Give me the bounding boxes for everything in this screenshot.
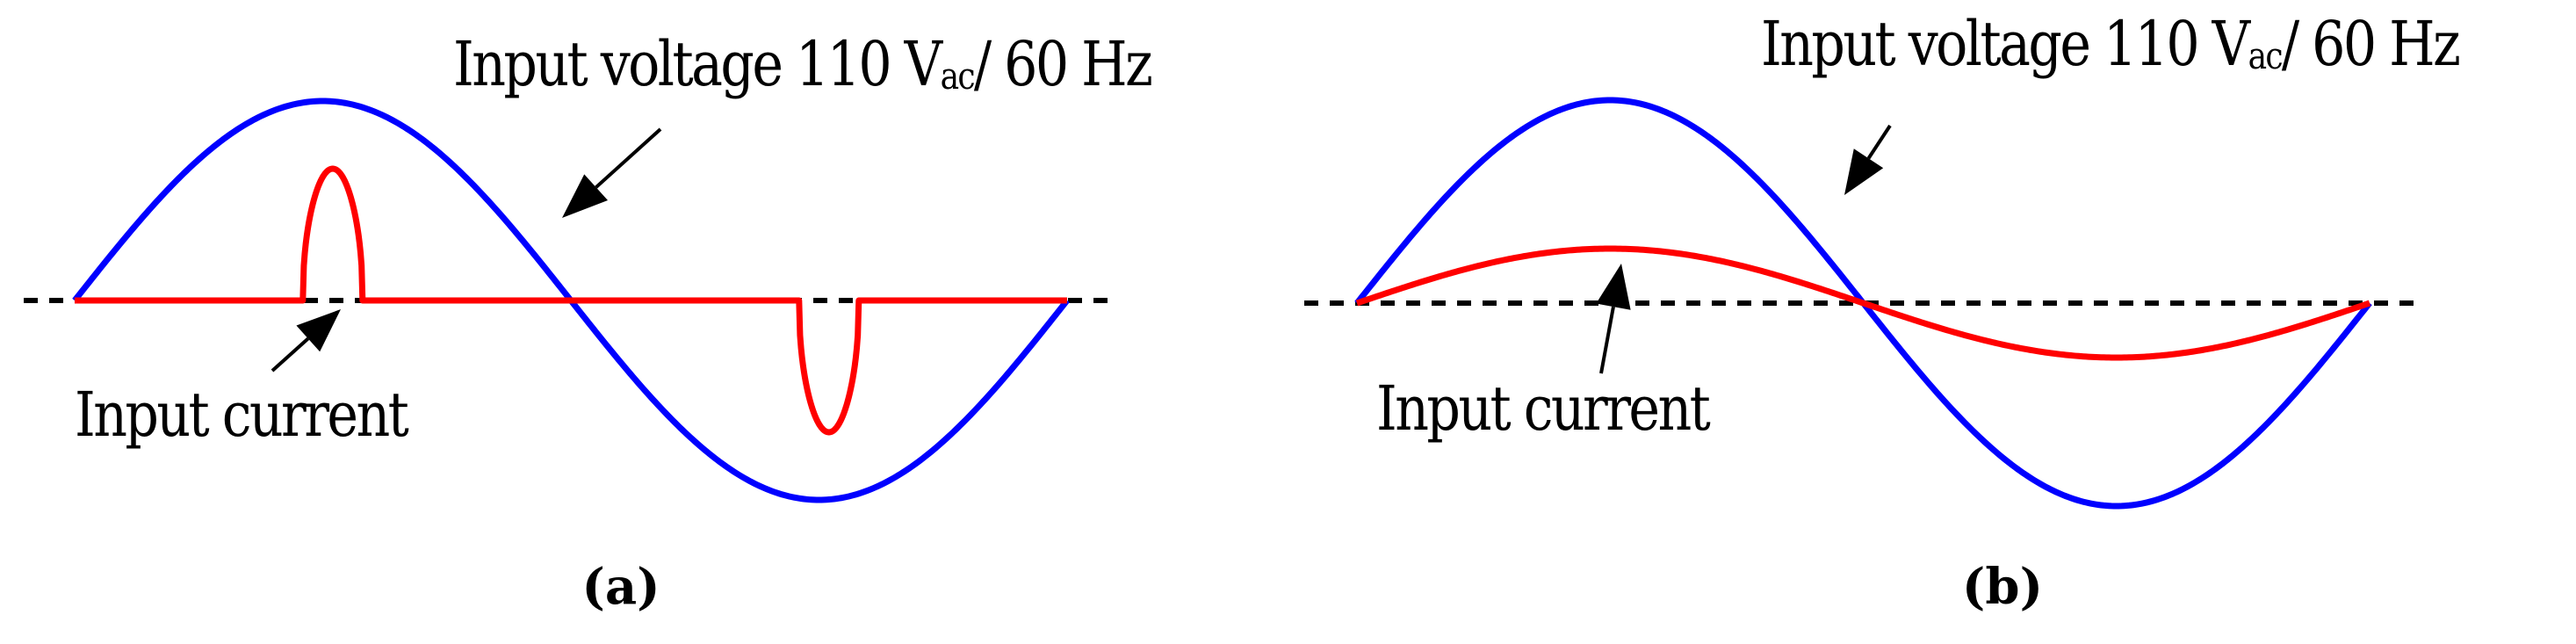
panel-a-voltage-arrow-icon (562, 127, 662, 218)
panel-a-current-arrow-icon (271, 309, 341, 373)
panel-a-current-waveform (75, 165, 1067, 436)
panel-b-current-arrow-icon (1596, 264, 1631, 374)
panel-a-voltage-label: Input voltage 110 Vac/ 60 Hz (453, 33, 1153, 98)
panel-a-voltage-label-subscript: ac (940, 54, 976, 98)
panel-b-voltage-arrow-icon (1844, 124, 1892, 195)
panel-b-current-label: Input current (1376, 373, 1711, 445)
panel-a-caption: (a) (581, 558, 660, 616)
panel-a-low-power-factor (24, 98, 1119, 503)
panel-b-voltage-label-subscript: ac (2248, 34, 2284, 77)
panel-b-current-waveform (1355, 245, 2371, 361)
panel-a-voltage-label-main: Input voltage 110 V (453, 28, 942, 100)
panel-b-high-power-factor (1304, 97, 2425, 510)
panel-b-voltage-label-tail: / 60 Hz (2281, 8, 2461, 80)
panel-b-voltage-label-main: Input voltage 110 V (1761, 8, 2250, 80)
panel-b-caption: (b) (1961, 558, 2044, 616)
panel-b-voltage-label: Input voltage 110 Vac/ 60 Hz (1761, 13, 2461, 77)
panel-a-voltage-label-tail: / 60 Hz (973, 28, 1153, 100)
panel-a-current-label: Input current (75, 379, 409, 451)
